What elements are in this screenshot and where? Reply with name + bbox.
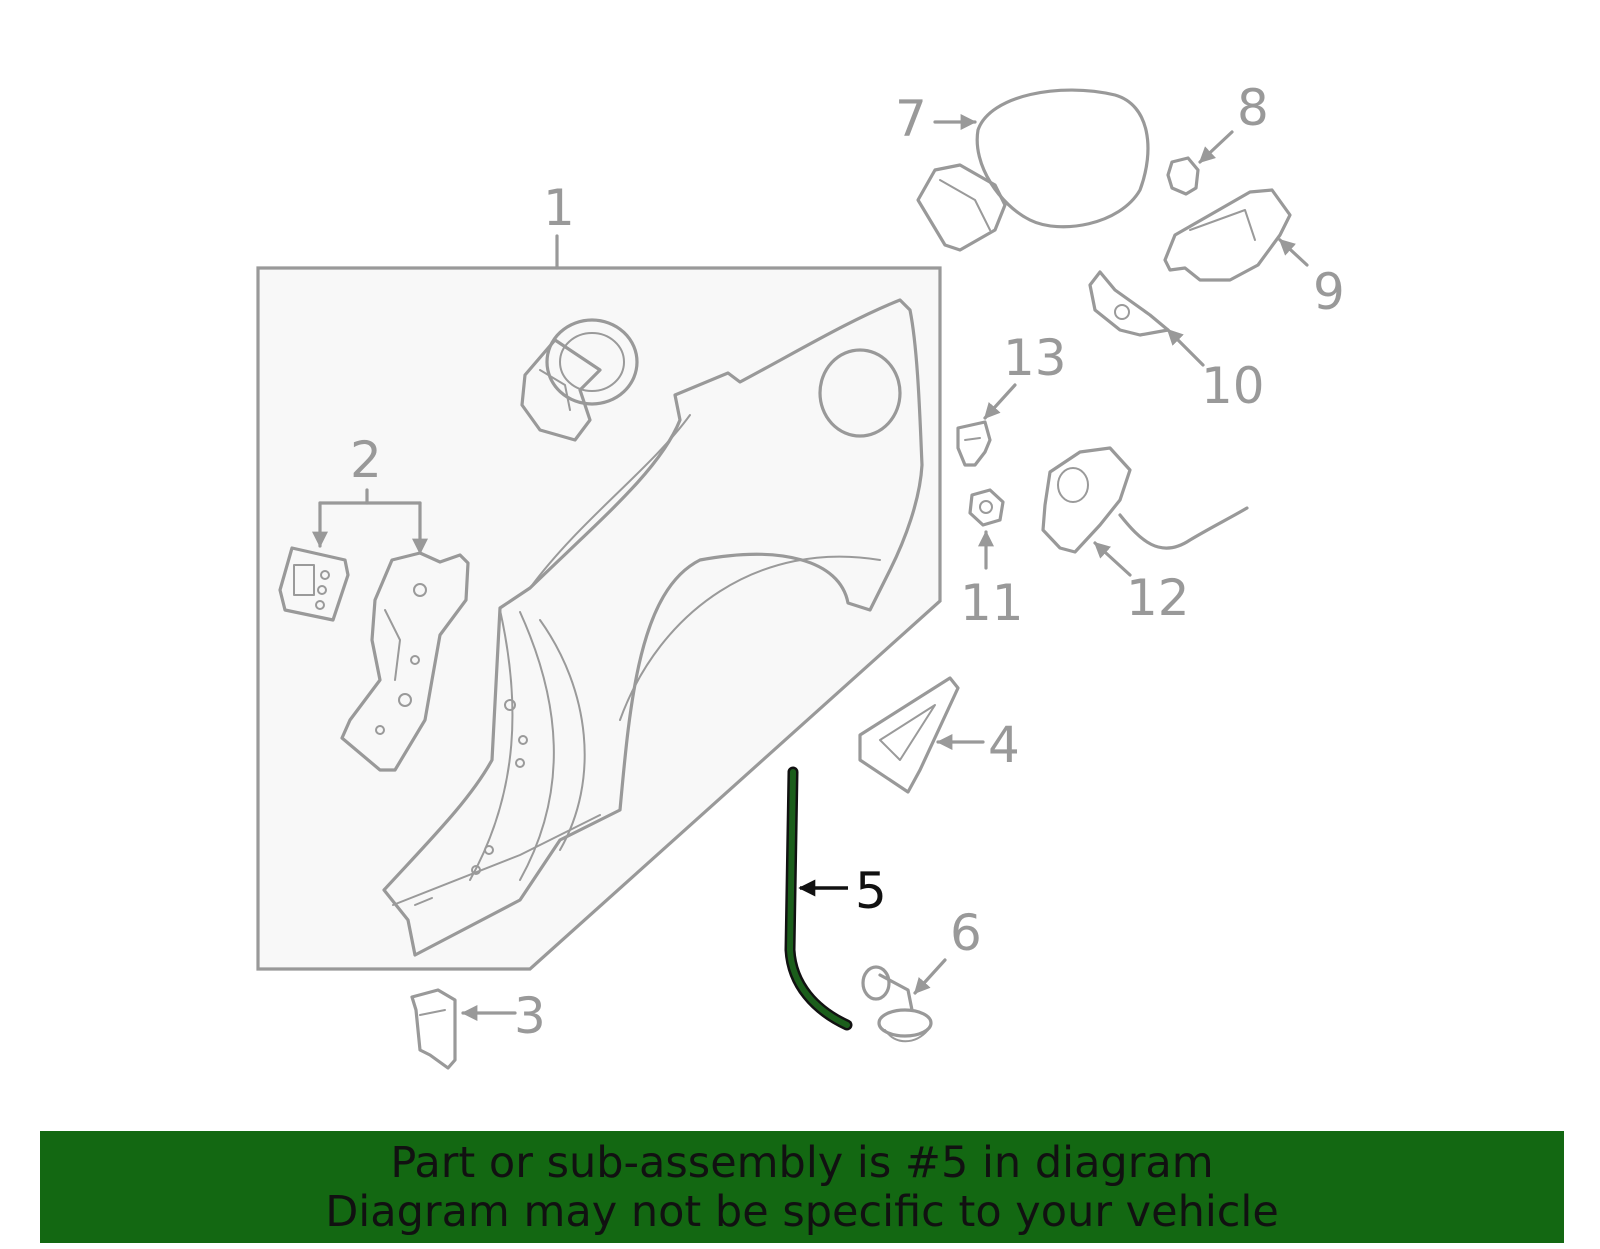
door-clip [1166, 130, 1234, 196]
fuel-filler-housing [520, 318, 639, 442]
callout-3: 3 [514, 987, 546, 1045]
triangle-bracket [858, 676, 985, 794]
lower-bracket [410, 988, 517, 1070]
actuator-bracket [1088, 270, 1205, 367]
reinforcement-brackets [278, 488, 470, 772]
callout-13: 13 [1003, 329, 1067, 387]
quarter-panel [382, 298, 924, 957]
callout-12: 12 [1126, 569, 1190, 627]
callout-7: 7 [895, 90, 927, 148]
callout-10: 10 [1201, 357, 1265, 415]
banner-line-1: Part or sub-assembly is #5 in diagram [390, 1138, 1214, 1188]
fuel-lock-cable [1041, 446, 1249, 577]
fuel-door [916, 88, 1150, 252]
fuel-door-actuator [1163, 188, 1309, 282]
weatherstrip-highlighted [784, 766, 853, 1031]
push-clip [956, 383, 1017, 467]
callout-8: 8 [1237, 79, 1269, 137]
callout-5: 5 [855, 862, 887, 920]
callout-6: 6 [950, 904, 982, 962]
hex-nut [968, 488, 1005, 570]
callout-11: 11 [960, 574, 1024, 632]
callout-4: 4 [988, 716, 1020, 774]
info-banner: Part or sub-assembly is #5 in diagram Di… [40, 1131, 1564, 1243]
callout-1: 1 [543, 179, 575, 237]
drain-plug [861, 958, 947, 1043]
quarter-panel-assembly-box [256, 234, 942, 971]
callout-9: 9 [1313, 263, 1345, 321]
banner-line-2: Diagram may not be specific to your vehi… [325, 1187, 1279, 1237]
callout-2: 2 [350, 431, 382, 489]
